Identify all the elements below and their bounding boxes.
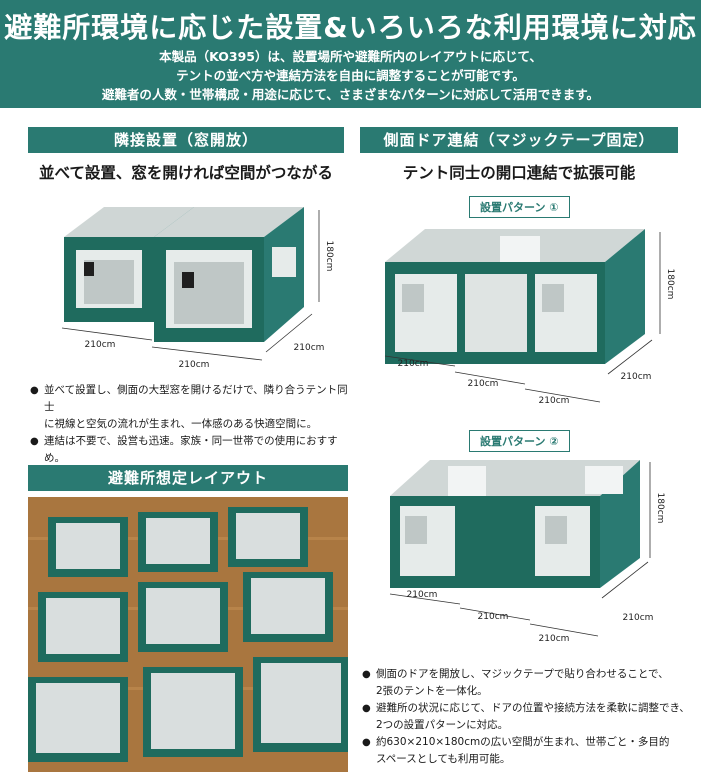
list-item: 避難所の状況に応じて、ドアの位置や接続方法を柔軟に調整でき、2つの設置パターンに… — [362, 700, 692, 734]
section-band-layout: 避難所想定レイアウト — [28, 465, 348, 491]
dim-width-label: 210cm — [468, 379, 499, 389]
dim-width-label: 210cm — [179, 360, 210, 370]
intro-line-1: 本製品（KO395）は、設置場所や避難所内のレイアウトに応じて、 — [159, 49, 542, 64]
dim-width-label: 210cm — [539, 396, 570, 406]
tent-illustration — [28, 507, 348, 762]
door-connect-bullet-list: 側面のドアを開放し、マジックテープで貼り合わせることで、2張のテントを一体化。 … — [362, 666, 692, 768]
intro-line-3: 避難者の人数・世帯構成・用途に応じて、さまざまなパターンに対応して活用できます。 — [101, 87, 600, 102]
pattern-1-label: 設置パターン ① — [469, 196, 570, 218]
dim-width-label: 210cm — [539, 634, 570, 644]
pattern-1-figure: 180cm 210cm 210cm 210cm 210cm — [380, 214, 690, 410]
tent-illustration — [154, 207, 304, 342]
list-item: 約630×210×180cmの広い空間が生まれ、世帯ごと・多目的スペースとしても… — [362, 734, 692, 768]
dim-height-label: 180cm — [324, 241, 334, 272]
dim-depth-label: 210cm — [621, 372, 652, 382]
tent-illustration — [390, 460, 640, 588]
section-band-door-connect: 側面ドア連結（マジックテープ固定） — [360, 127, 678, 153]
section-band-adjacent: 隣接設置（窓開放） — [28, 127, 344, 153]
dim-width-label: 210cm — [398, 359, 429, 369]
dim-height-label: 180cm — [655, 493, 665, 524]
dim-width-label: 210cm — [478, 612, 509, 622]
dim-height-label: 180cm — [665, 269, 675, 300]
list-item: 連結は不要で、設営も迅速。家族・同一世帯での使用におすすめ。 — [30, 433, 350, 467]
dim-depth-label: 210cm — [294, 343, 325, 353]
adjacent-bullet-list: 並べて設置し、側面の大型窓を開けるだけで、隣り合うテント同士に視線と空気の流れが… — [30, 382, 350, 467]
pattern-2-label: 設置パターン ② — [469, 430, 570, 452]
list-item: 並べて設置し、側面の大型窓を開けるだけで、隣り合うテント同士に視線と空気の流れが… — [30, 382, 350, 433]
shelter-layout-photo — [28, 497, 348, 772]
dim-depth-label: 210cm — [623, 613, 654, 623]
tent-illustration — [385, 229, 645, 364]
section-subtitle-door-connect: テント同士の開口連結で拡張可能 — [402, 164, 636, 182]
section-subtitle-adjacent: 並べて設置、窓を開ければ空間がつながる — [39, 164, 333, 182]
page-title: 避難所環境に応じた設置&いろいろな利用環境に対応 — [4, 11, 697, 44]
header-banner: 避難所環境に応じた設置&いろいろな利用環境に対応 本製品（KO395）は、設置場… — [0, 0, 701, 108]
pattern-2-figure: 180cm 210cm 210cm 210cm 210cm — [380, 448, 690, 648]
list-item: 側面のドアを開放し、マジックテープで貼り合わせることで、2張のテントを一体化。 — [362, 666, 692, 700]
adjacent-tents-figure: 180cm 210cm 210cm 210cm — [44, 192, 344, 372]
dim-width-label: 210cm — [407, 590, 438, 600]
intro-line-2: テントの並べ方や連結方法を自由に調整することが可能です。 — [176, 68, 525, 83]
dim-width-label: 210cm — [85, 340, 116, 350]
